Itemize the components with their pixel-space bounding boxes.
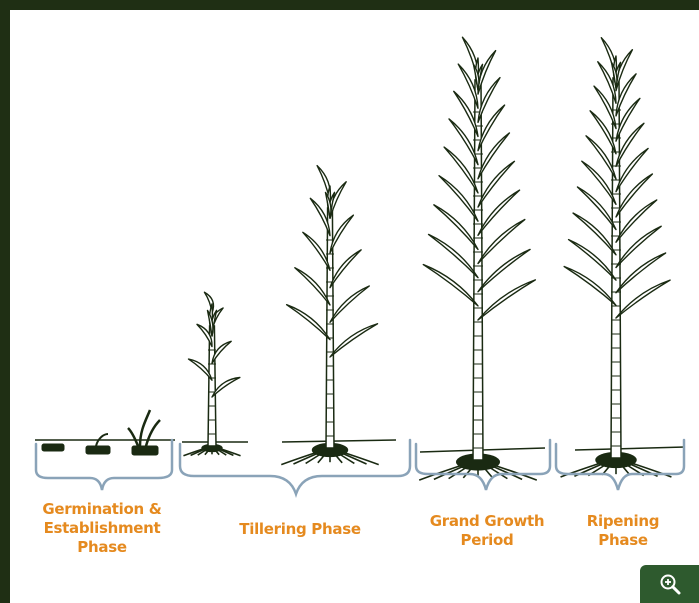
phase-label-tillering: Tillering Phase <box>210 520 390 539</box>
plant-ripening <box>561 38 672 477</box>
plant-germination-3 <box>183 292 240 456</box>
plant-grand-growth <box>419 37 537 480</box>
phase-label-grand-growth: Grand Growth Period <box>412 512 562 550</box>
phase-label-ripening: Ripening Phase <box>558 512 688 550</box>
phase-label-germination: Germination & Establishment Phase <box>22 500 182 557</box>
plant-illustrations <box>183 37 671 480</box>
plant-tillering <box>281 166 378 465</box>
germination-setts <box>42 410 160 455</box>
zoom-in-icon <box>658 572 682 596</box>
zoom-button[interactable] <box>640 565 699 603</box>
